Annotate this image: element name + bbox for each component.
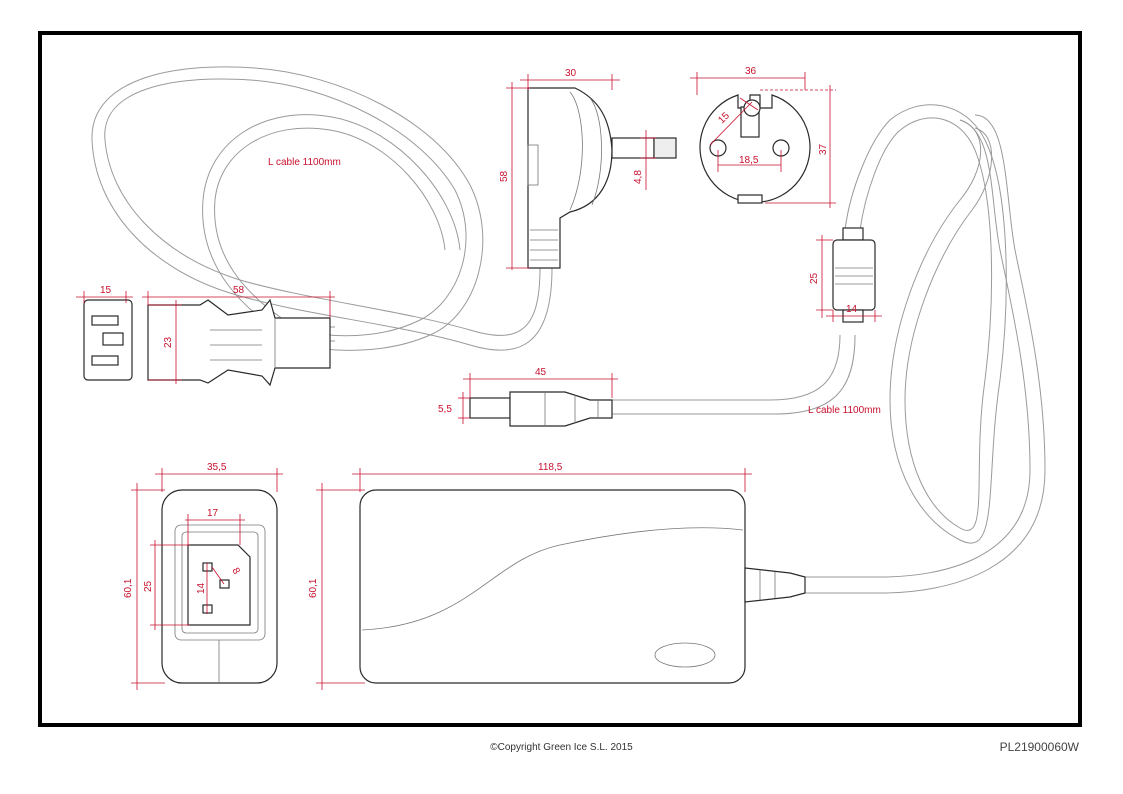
dim-label-14-ferrite: 14 <box>846 304 858 315</box>
dimension-plug-height: 58 <box>499 82 530 270</box>
dim-label-15-iec: 15 <box>100 285 112 296</box>
dimension-ferrite-height: 25 <box>809 235 833 318</box>
dim-label-5-5: 5,5 <box>438 404 452 415</box>
dim-label-60-1-body: 60,1 <box>308 578 319 598</box>
dim-label-37: 37 <box>818 143 829 155</box>
dim-label-17: 17 <box>207 508 219 519</box>
dimension-end-height: 60,1 <box>123 483 165 690</box>
part-number: PL21900060W <box>999 740 1079 754</box>
dim-label-58-iec: 58 <box>233 285 245 296</box>
dimension-ferrite-width: 14 <box>826 304 882 322</box>
dim-label-4-8: 4,8 <box>633 170 644 184</box>
copyright-notice: ©Copyright Green Ice S.L. 2015 <box>490 742 633 753</box>
dim-label-36: 36 <box>745 66 757 77</box>
schuko-plug-side <box>527 87 677 269</box>
dim-label-23: 23 <box>163 336 174 348</box>
dim-label-8: 8 <box>229 566 242 577</box>
dimension-body-height: 60,1 <box>308 483 365 690</box>
schuko-plug-face <box>699 94 811 204</box>
dimension-iec-face-width: 15 <box>76 285 133 303</box>
dimension-socket-inner-height: 14 <box>196 563 208 614</box>
ferrite-core <box>832 227 876 323</box>
adapter-end-view <box>161 489 278 684</box>
adapter-body <box>359 489 806 684</box>
dimension-body-length: 118,5 <box>352 462 752 492</box>
dimension-face-height: 37 <box>760 85 836 208</box>
dimension-pin-diameter: 4,8 <box>633 130 656 190</box>
dimension-end-width: 35,5 <box>155 462 283 492</box>
drawing-frame <box>38 31 1082 727</box>
dimension-dc-diameter: 5,5 <box>438 392 470 424</box>
dimension-socket-width: 17 <box>185 508 245 545</box>
dim-label-35-5: 35,5 <box>207 462 227 473</box>
dc-plug <box>469 391 613 427</box>
dimension-iec-height: 23 <box>148 300 182 384</box>
dim-label-25-ferrite: 25 <box>809 272 820 284</box>
dim-label-58-plug: 58 <box>499 170 510 182</box>
dimension-dc-length: 45 <box>463 367 618 398</box>
dim-label-118-5: 118,5 <box>538 462 563 473</box>
dim-label-25-socket: 25 <box>143 580 154 592</box>
dimension-face-width: 36 <box>690 66 806 95</box>
dim-label-30: 30 <box>565 68 577 79</box>
cable-length-label-lower: L cable 1100mm <box>808 405 881 416</box>
dim-label-60-1-end: 60,1 <box>123 578 134 598</box>
iec-c13-body <box>147 298 331 387</box>
dim-label-14-socket: 14 <box>196 582 207 594</box>
dimension-plug-width: 30 <box>520 68 620 90</box>
dim-label-18-5: 18,5 <box>739 155 759 166</box>
dim-label-45: 45 <box>535 367 547 378</box>
dimension-socket-outer-height: 25 <box>143 540 190 630</box>
dimension-pin-spacing: 18,5 <box>717 150 782 172</box>
dimension-iec-length: 58 <box>142 285 335 318</box>
dimension-socket-pin-spacing: 8 <box>211 566 242 585</box>
iec-c13-face <box>83 299 133 381</box>
dc-cable <box>612 104 1046 594</box>
cable-length-label-upper: L cable 1100mm <box>268 157 341 168</box>
